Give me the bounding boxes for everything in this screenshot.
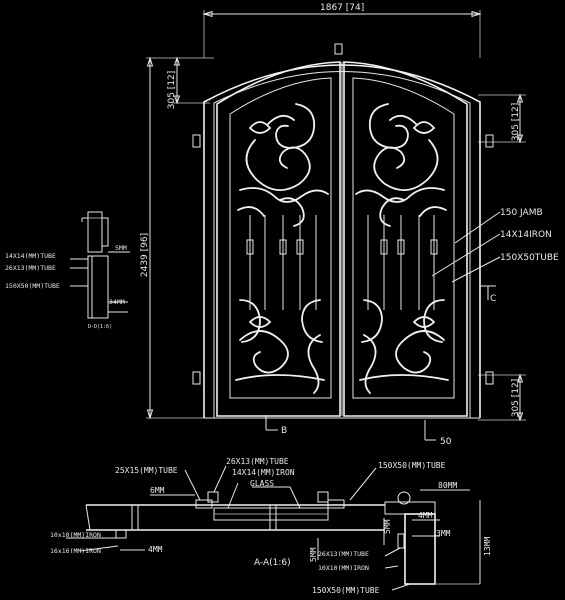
overall-height-text: 2439 [96]: [140, 233, 150, 277]
sec-4mm-left: 4MM: [148, 545, 163, 554]
offset-50: 50: [440, 437, 452, 447]
overall-width-text: 1867 [74]: [320, 3, 364, 13]
door-frame: [192, 43, 494, 419]
callout-tube: 150X50TUBE: [500, 253, 559, 263]
sec-iron14: 14X14(MM)IRON: [232, 468, 295, 477]
sec-glass: GLASS: [250, 479, 274, 488]
sec-tube26: 26X13(MM)TUBE: [226, 457, 289, 466]
ironwork-right: [355, 103, 449, 394]
sec-tube25: 25X15(MM)TUBE: [115, 466, 178, 475]
sec-tube150-top: 150X50(MM)TUBE: [378, 461, 446, 470]
side-scale: D-D(1:6): [88, 324, 112, 330]
callout-jamb: 150 JAMB: [500, 208, 543, 218]
side-detail: 5MM 34MM 14X14(MM)TUBE 26X13(MM)TUBE 150…: [5, 211, 130, 330]
sec-13mm: 13MM: [483, 537, 492, 556]
side-tube26: 26X13(MM)TUBE: [5, 264, 56, 272]
sec-iron10-b: 10X10(MM)IRON: [318, 564, 369, 572]
overall-width-dimension: 1867 [74]: [202, 3, 482, 58]
side-tube150: 150X50(MM)TUBE: [5, 282, 60, 290]
sec-tube26-b: 26X13(MM)TUBE: [318, 550, 369, 558]
sec-iron10: 10x10(MM)IRON: [50, 531, 101, 539]
bottom-right-dimension: 305 [12]: [478, 373, 526, 422]
sec-scale: A-A(1:6): [254, 558, 291, 568]
section-c-label: C: [490, 294, 496, 304]
section-a-a: 6MM 4MM 80MM 4MM 3MM 13MM 5MM 5MM 26X13(…: [50, 457, 492, 595]
sec-tube150-bottom: 150X50(MM)TUBE: [312, 586, 380, 595]
section-b-label: B: [281, 426, 287, 436]
sec-4mm-right: 4MM: [418, 511, 433, 520]
sec-80mm: 80MM: [438, 481, 457, 490]
arch-right-dimension: 305 [12]: [478, 93, 526, 144]
side-34mm: 34MM: [109, 298, 125, 306]
overall-height-dimension: 2439 [96]: [140, 56, 214, 420]
callouts: 150 JAMB 14X14IRON 150X50TUBE C B 50: [265, 208, 559, 447]
callout-iron: 14X14IRON: [500, 230, 552, 240]
side-tube14: 14X14(MM)TUBE: [5, 252, 56, 260]
arch-right-text: 305 [12]: [511, 103, 521, 142]
sec-6mm: 6MM: [150, 486, 165, 495]
bottom-right-text: 305 [12]: [511, 379, 521, 418]
side-5mm: 5MM: [115, 244, 127, 252]
sec-5mm-right: 5MM: [383, 519, 392, 534]
sec-5mm-vertical: 5MM: [309, 547, 318, 562]
arch-left-text: 305 [12]: [167, 71, 177, 110]
sec-iron16: 16x16(MM)IRON: [50, 547, 101, 555]
sec-3mm: 3MM: [436, 529, 451, 538]
ironwork-left: [235, 103, 329, 394]
